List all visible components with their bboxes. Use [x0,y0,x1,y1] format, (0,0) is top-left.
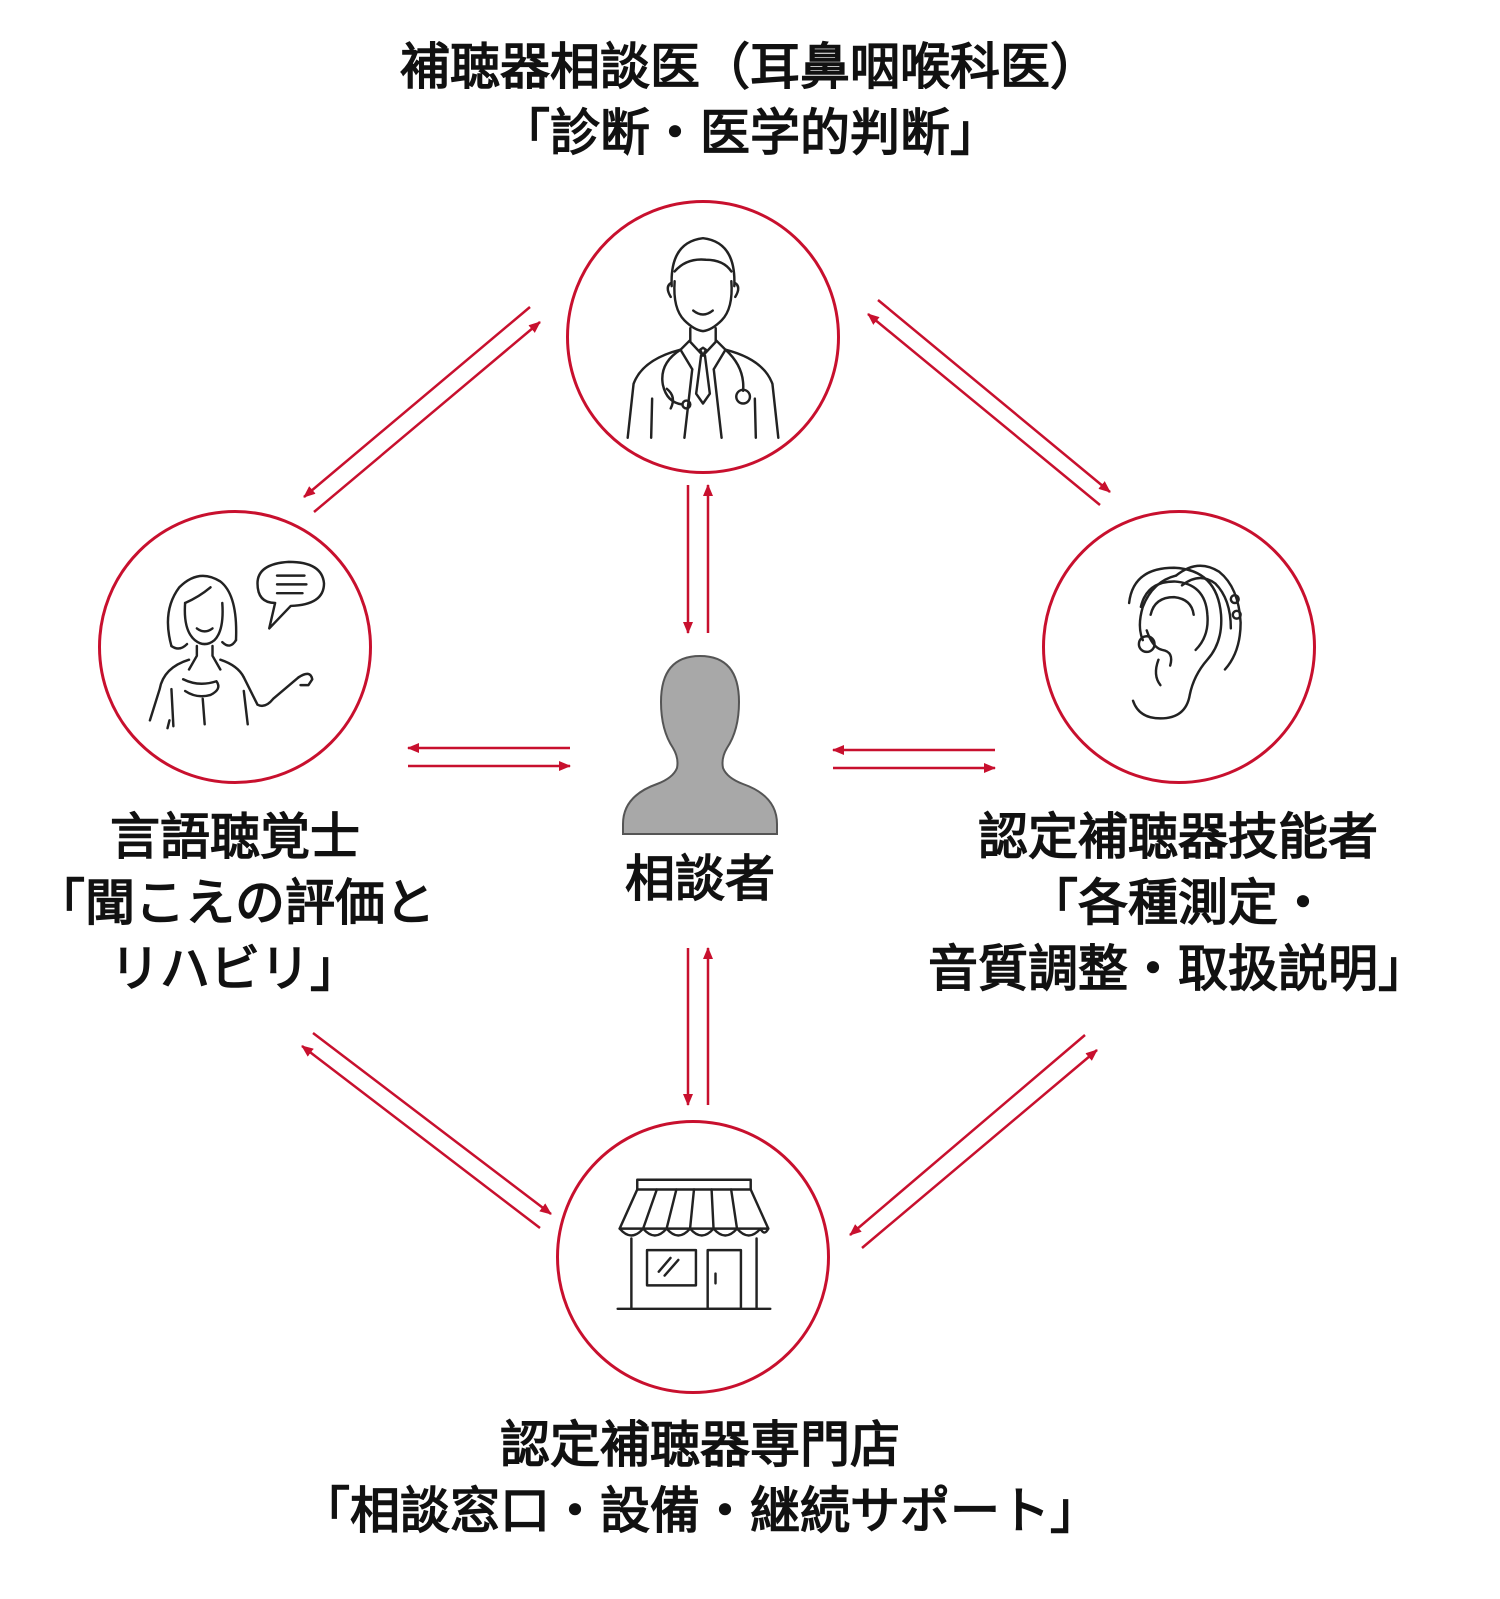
arrow-therapist-to-doctor [313,321,541,513]
therapist-role-line2: リハビリ」 [110,940,360,998]
consultant-title: 相談者 [625,850,775,908]
arrow-shop-to-technician [861,1049,1098,1249]
therapist-node [98,510,372,784]
speech-therapist-icon [148,560,326,730]
technician-role-line1: 「各種測定・ [1028,874,1328,932]
consultant-label: 相談者 [580,846,820,912]
technician-node [1042,510,1316,784]
store-icon [616,1178,772,1311]
arrow-technician-to-doctor [867,313,1101,506]
therapist-role-line1: 「聞こえの評価と [35,874,435,932]
shop-label: 認定補聴器専門店 「相談窓口・設備・継続サポート」 [0,1412,1400,1544]
person-silhouette-icon [622,654,778,835]
technician-role-line2: 音質調整・取扱説明」 [928,940,1428,998]
shop-title: 認定補聴器専門店 [500,1416,900,1474]
doctor-role: 「診断・医学的判断」 [500,104,1000,162]
arrow-doctor-to-therapist [303,306,531,498]
doctor-node [566,200,840,474]
arrow-doctor-to-technician [877,299,1111,493]
arrow-technician-to-shop [849,1034,1086,1236]
therapist-title: 言語聴覚士 [110,808,360,866]
hearing-aid-icon [1127,564,1242,720]
shop-role: 「相談窓口・設備・継続サポート」 [300,1482,1100,1540]
technician-title: 認定補聴器技能者 [978,808,1378,866]
doctor-label: 補聴器相談医（耳鼻咽喉科医） 「診断・医学的判断」 [0,34,1500,166]
technician-label: 認定補聴器技能者 「各種測定・ 音質調整・取扱説明」 [860,804,1496,1002]
arrow-shop-to-therapist [301,1045,541,1229]
shop-node [556,1120,830,1394]
doctor-icon [626,236,780,439]
therapist-label: 言語聴覚士 「聞こえの評価と リハビリ」 [0,804,470,1002]
doctor-title: 補聴器相談医（耳鼻咽喉科医） [400,38,1100,96]
arrow-therapist-to-shop [312,1032,552,1215]
